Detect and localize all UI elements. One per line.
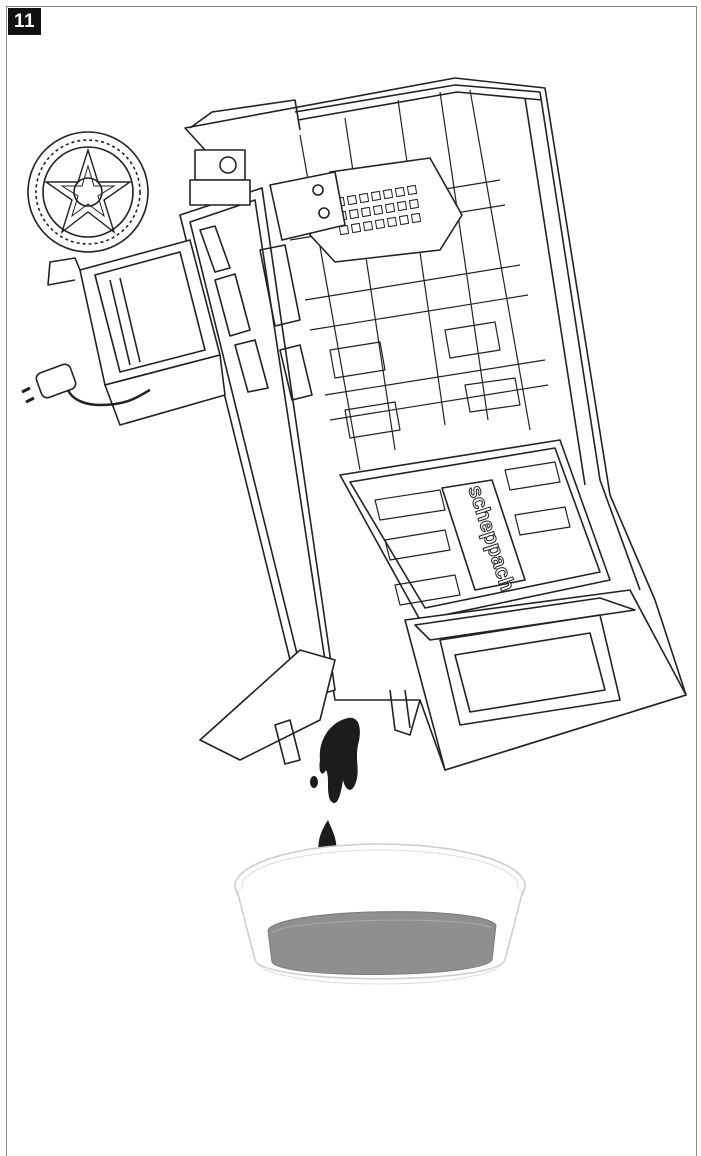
step-number-badge: 11 bbox=[8, 8, 41, 35]
page-frame bbox=[6, 6, 697, 1156]
collection-basin-icon bbox=[234, 843, 526, 985]
power-plug-icon bbox=[21, 363, 151, 407]
generator-machine-icon bbox=[179, 77, 687, 771]
fan-wheel-icon bbox=[27, 131, 149, 253]
control-box-icon bbox=[47, 239, 226, 426]
